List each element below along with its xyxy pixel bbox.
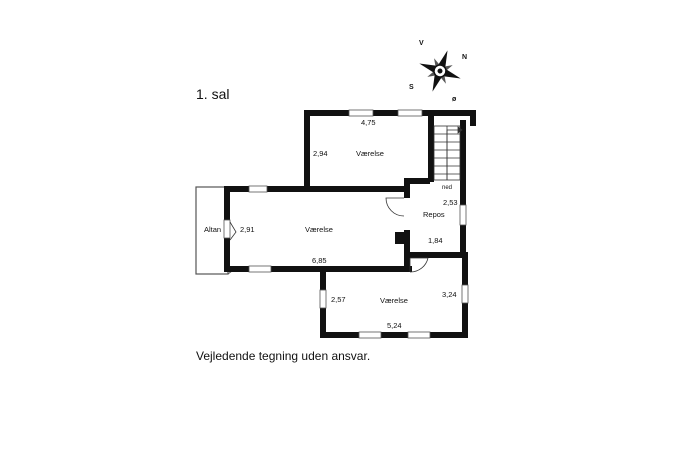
compass-s: S [409, 84, 414, 91]
room-label-top: Værelse [356, 149, 384, 158]
stair-label: ned [442, 185, 452, 191]
dim-landing-depth: 2,53 [443, 198, 458, 207]
walls [224, 110, 476, 338]
disclaimer-text: Vejledende tegning uden ansvar. [196, 349, 371, 363]
windows [223, 109, 469, 339]
doors [229, 197, 429, 273]
room-label-bottom: Værelse [380, 296, 408, 305]
floor-title: 1. sal [196, 86, 230, 102]
room-label-middle: Værelse [305, 225, 333, 234]
compass-o: ø [452, 96, 457, 103]
dim-bottom-width: 5,24 [387, 321, 402, 330]
dim-middle-depth: 2,91 [240, 225, 255, 234]
compass-n: N [462, 54, 467, 61]
dim-middle-width: 6,85 [312, 256, 327, 265]
dim-bottom-right: 3,24 [442, 290, 457, 299]
dim-top-width: 4,75 [361, 118, 376, 127]
compass-v: V [419, 40, 424, 47]
dim-top-depth: 2,94 [313, 149, 328, 158]
stairs [433, 125, 463, 181]
dim-bottom-left: 2,57 [331, 295, 346, 304]
dim-landing-width: 1,84 [428, 236, 443, 245]
compass-icon [419, 50, 461, 92]
room-label-balcony: Altan [204, 225, 221, 234]
room-label-landing: Repos [423, 210, 445, 219]
